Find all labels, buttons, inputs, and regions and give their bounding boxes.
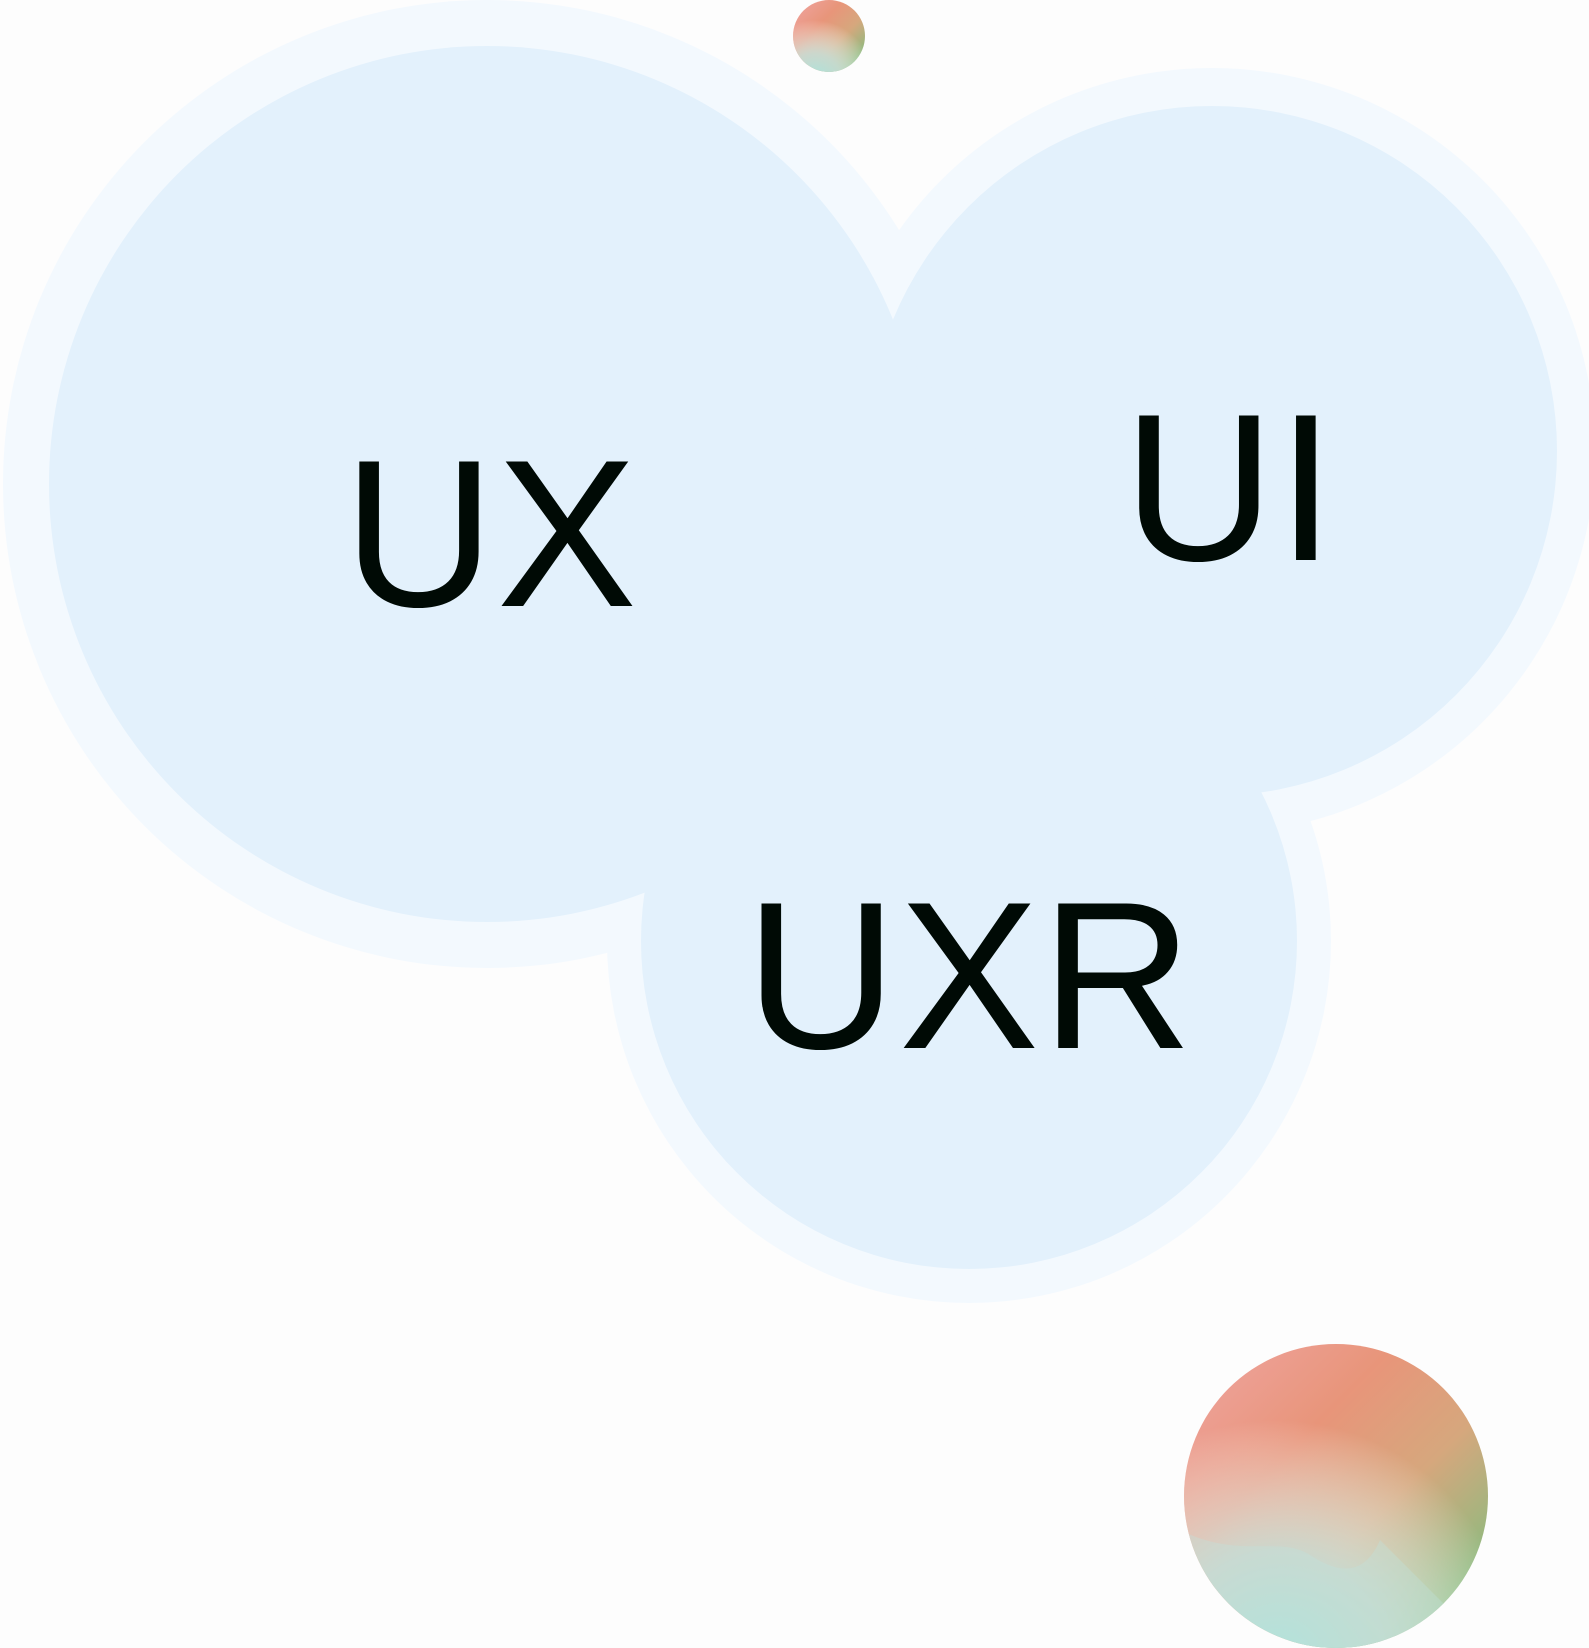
uxr-label: UXR [745, 858, 1195, 1093]
small-gradient-orb [793, 0, 865, 72]
ux-label: UX [343, 416, 639, 651]
ux-circle [49, 46, 925, 922]
center-fill [650, 330, 1200, 890]
ui-label: UI [1123, 370, 1337, 605]
circle-fills [49, 46, 1557, 1269]
large-gradient-orb [1184, 1344, 1488, 1648]
